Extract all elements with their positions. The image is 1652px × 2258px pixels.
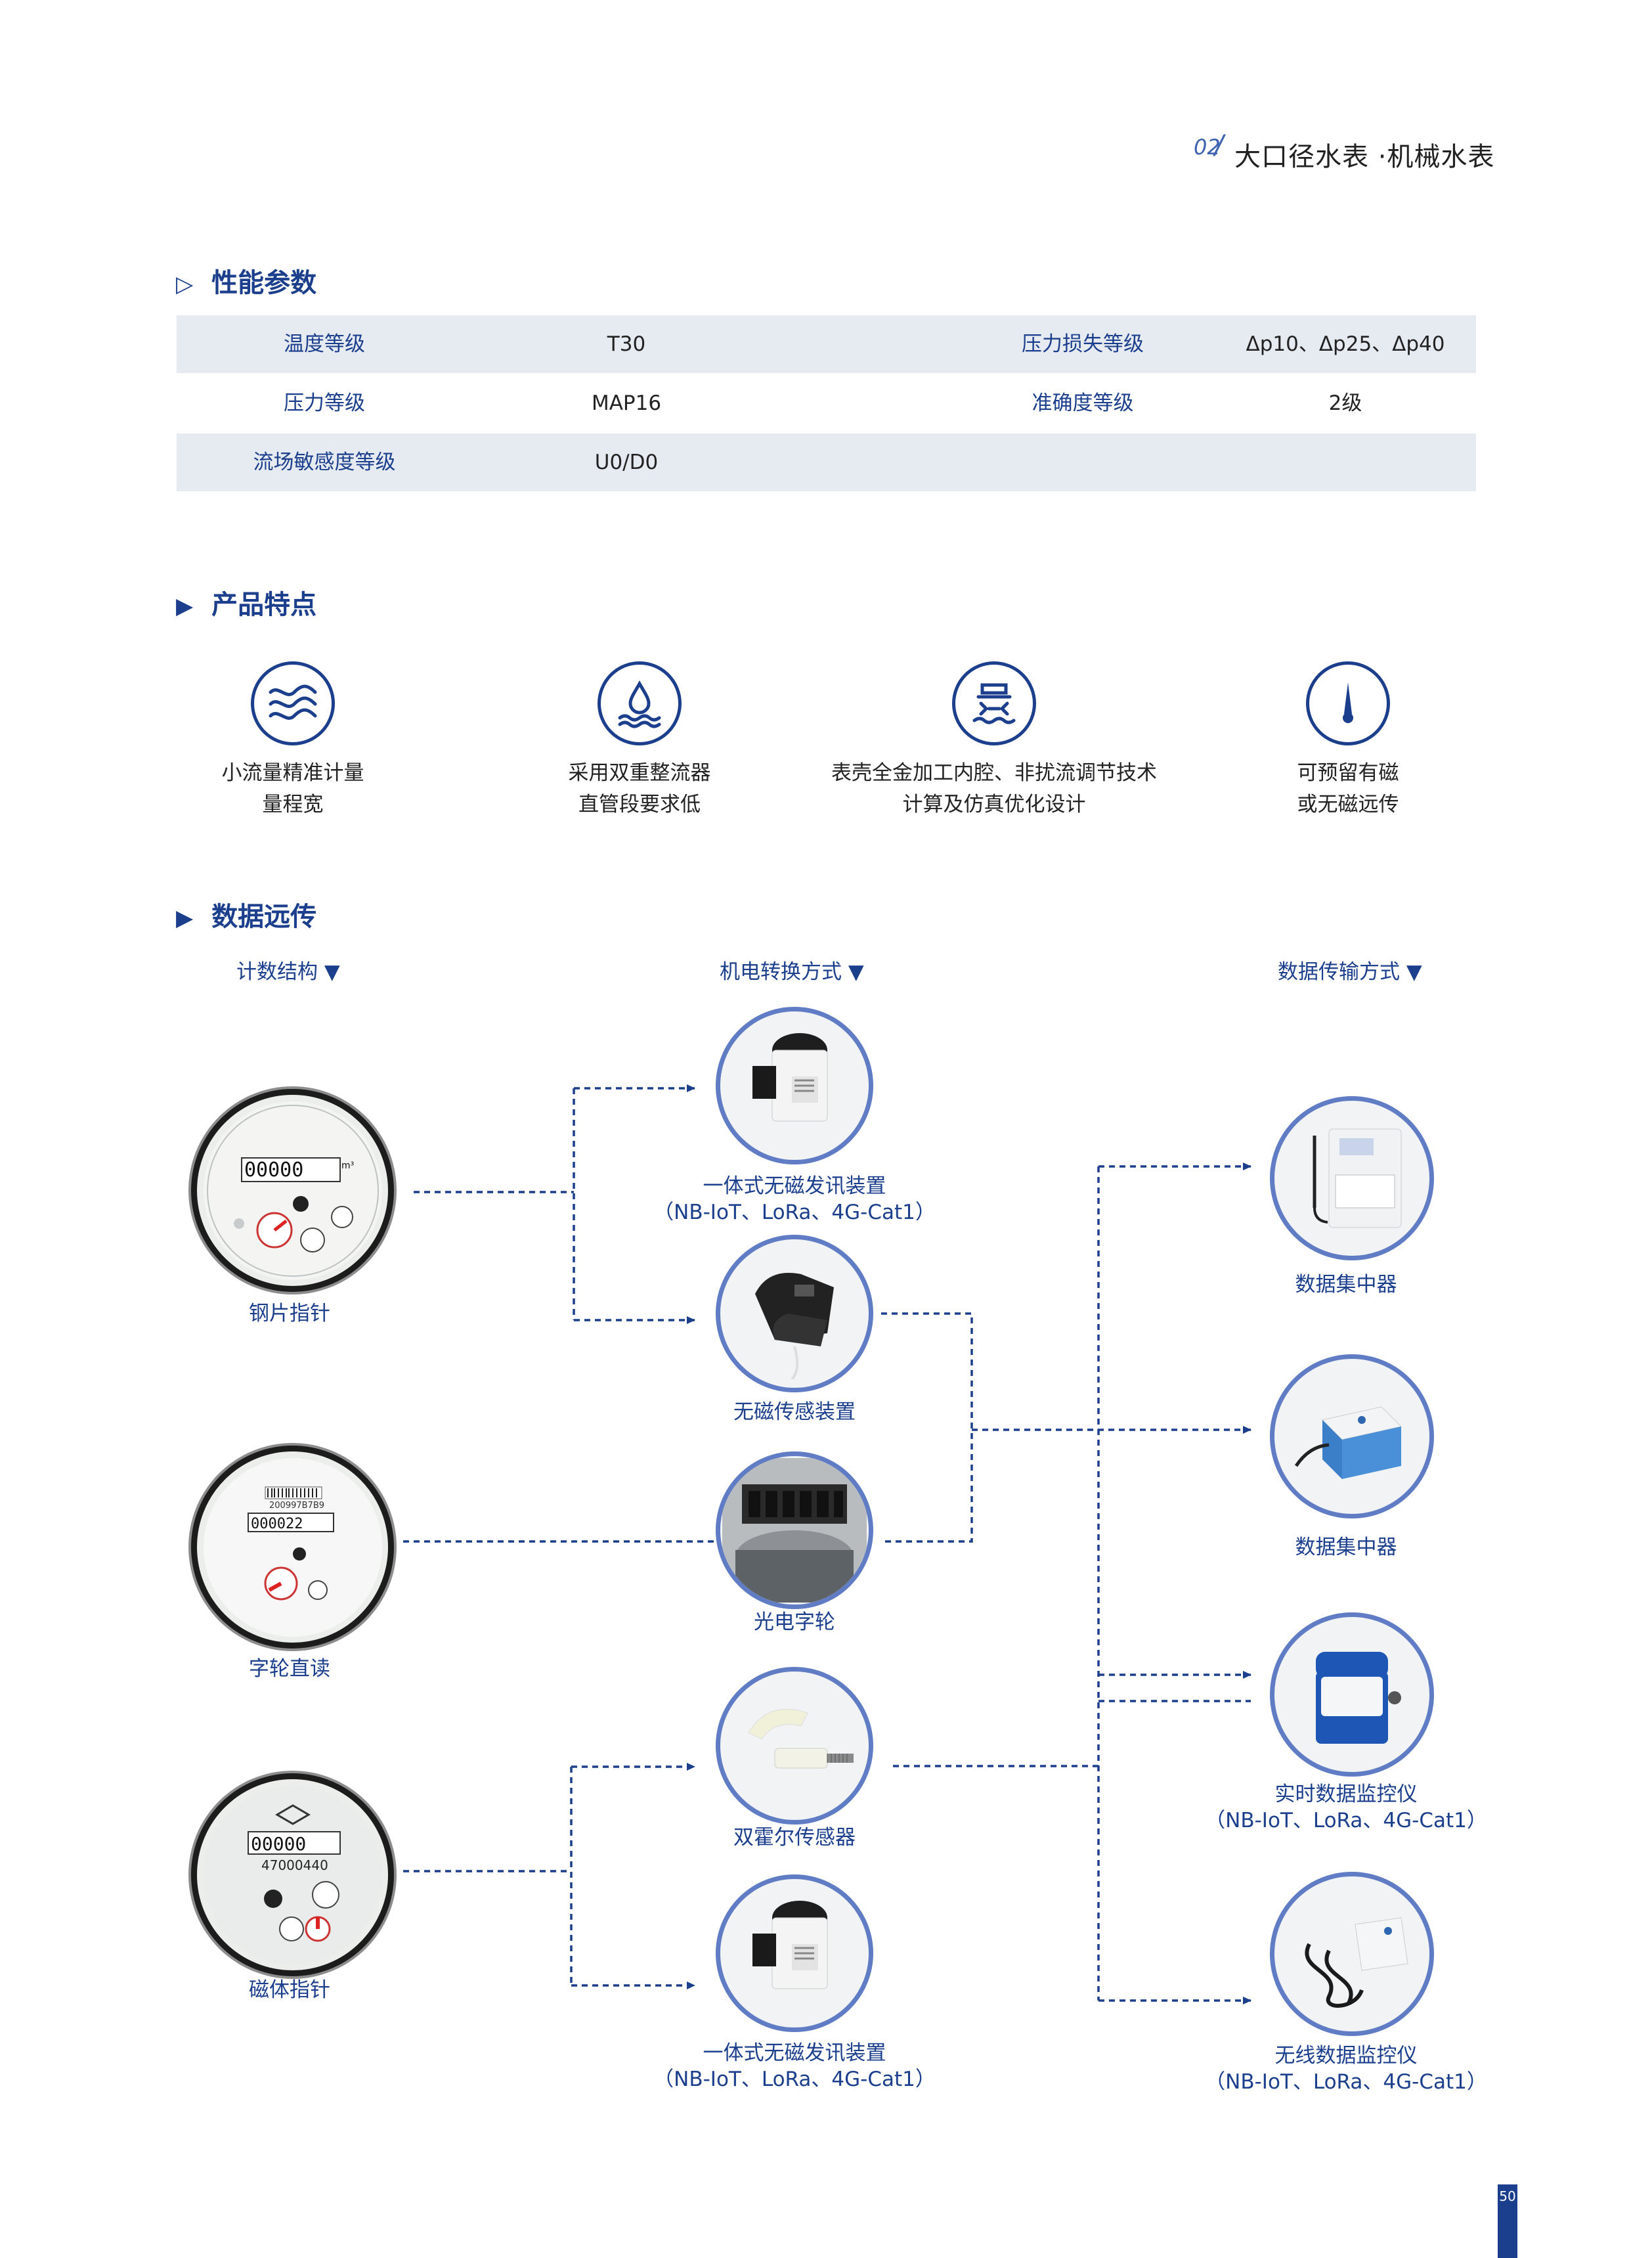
waves-icon xyxy=(251,661,335,745)
feature-line-2: 或无磁远传 xyxy=(1297,793,1399,816)
gauge-needle-icon xyxy=(1306,661,1390,745)
device-caption-line-2: （NB-IoT、LoRa、4G-Cat1） xyxy=(653,1201,936,1224)
param-value: MAP16 xyxy=(591,391,662,415)
water-drop-icon xyxy=(598,661,682,745)
param-value: U0/D0 xyxy=(594,451,659,474)
dual-hall-sensor-image xyxy=(716,1667,873,1825)
meter-caption: 磁体指针 xyxy=(249,1978,330,2002)
data-concentrator-image xyxy=(1270,1096,1434,1260)
param-label: 压力等级 xyxy=(284,391,365,415)
feature-line-1: 可预留有磁 xyxy=(1297,761,1399,785)
chapter-title: 大口径水表 ·机械水表 xyxy=(1234,142,1495,172)
non-magnetic-sensor-image xyxy=(716,1235,873,1392)
table-row: 流场敏感度等级 U0/D0 xyxy=(177,433,1476,491)
param-label: 压力损失等级 xyxy=(1022,332,1144,356)
device-caption-line-1: 一体式无磁发讯装置 xyxy=(703,1174,886,1198)
device-caption-line-1: 双霍尔传感器 xyxy=(733,1826,856,1849)
table-row: 压力等级 MAP16 准确度等级 2级 xyxy=(177,374,1476,432)
param-value: Δp10、Δp25、Δp40 xyxy=(1246,332,1445,356)
feature-line-2: 计算及仿真优化设计 xyxy=(902,793,1086,816)
performance-table: 温度等级 T30 压力损失等级 Δp10、Δp25、Δp40 压力等级 MAP1… xyxy=(177,315,1476,491)
transmit-caption-line-2: （NB-IoT、LoRa、4G-Cat1） xyxy=(1205,1809,1487,1832)
feature-line-2: 直管段要求低 xyxy=(578,793,701,816)
transmit-caption-line-1: 数据集中器 xyxy=(1295,1536,1397,1559)
magnet-pointer-meter-image: 00000 47000440 xyxy=(191,1773,394,1976)
param-label: 准确度等级 xyxy=(1032,391,1134,415)
feature-line-2: 量程宽 xyxy=(262,793,324,816)
param-value: 2级 xyxy=(1328,391,1362,415)
feature-item: 采用双重整流器 直管段要求低 xyxy=(456,661,823,820)
meter-dial-digits: 00000 xyxy=(251,1833,306,1855)
transmit-caption-line-1: 数据集中器 xyxy=(1295,1273,1397,1296)
realtime-monitor-image xyxy=(1270,1612,1434,1777)
feature-item: 表壳全金加工内腔、非扰流调节技术 计算及仿真优化设计 xyxy=(810,661,1178,820)
transmit-caption-line-1: 实时数据监控仪 xyxy=(1274,1782,1418,1806)
param-label: 流场敏感度等级 xyxy=(253,451,396,474)
meter-unit: m³ xyxy=(341,1161,354,1171)
feature-item: 小流量精准计量 量程宽 xyxy=(109,661,477,820)
chapter-slash: / xyxy=(1215,130,1224,160)
feature-line-1: 小流量精准计量 xyxy=(221,761,364,785)
meter-dial-digits: 000022 xyxy=(251,1516,303,1532)
feature-item: 可预留有磁 或无磁远传 xyxy=(1164,661,1532,820)
column-header-count-structure: 计数结构 ▼ xyxy=(236,960,340,984)
meter-dial-digits: 00000 xyxy=(244,1159,303,1182)
flow-regulator-icon xyxy=(952,661,1036,745)
wireless-monitor-image xyxy=(1270,1872,1434,2036)
meter-caption: 钢片指针 xyxy=(249,1302,330,1325)
table-row: 温度等级 T30 压力损失等级 Δp10、Δp25、Δp40 xyxy=(177,315,1476,373)
param-value: T30 xyxy=(607,332,646,356)
transmit-caption-line-2: （NB-IoT、LoRa、4G-Cat1） xyxy=(1205,2070,1487,2094)
section-title-performance: ▷性能参数 xyxy=(176,268,317,298)
integrated-transmitter-image xyxy=(716,1874,873,2032)
integrated-transmitter-image xyxy=(716,1007,873,1164)
steel-pointer-meter-image: 00000 m³ xyxy=(191,1089,394,1292)
chapter-number: 02 xyxy=(1194,135,1221,160)
column-header-transmission: 数据传输方式 ▼ xyxy=(1278,960,1422,984)
device-caption-line-1: 无磁传感装置 xyxy=(733,1400,856,1424)
section-title-data-remote: ▶数据远传 xyxy=(176,902,317,932)
section-title-features: ▶产品特点 xyxy=(176,590,317,620)
connector-line xyxy=(881,1312,973,1543)
meter-serial: 47000440 xyxy=(261,1857,328,1873)
digit-wheel-meter-image: 200997B7B9 000022 xyxy=(191,1446,394,1649)
page-number: 50 xyxy=(1499,2188,1516,2204)
transmit-caption-line-1: 无线数据监控仪 xyxy=(1274,2044,1418,2068)
meter-caption: 字轮直读 xyxy=(249,1657,330,1681)
feature-line-1: 表壳全金加工内腔、非扰流调节技术 xyxy=(831,761,1157,785)
data-concentrator-box-image xyxy=(1270,1354,1434,1518)
meter-serial: 200997B7B9 xyxy=(269,1501,324,1511)
triangle-icon: ▶ xyxy=(176,905,194,931)
device-caption-line-1: 一体式无磁发讯装置 xyxy=(703,2041,886,2065)
page-number-bar xyxy=(1498,2184,1517,2258)
feature-line-1: 采用双重整流器 xyxy=(568,761,711,785)
device-caption-line-2: （NB-IoT、LoRa、4G-Cat1） xyxy=(653,2068,936,2091)
optical-wheel-image xyxy=(716,1451,873,1609)
column-header-conversion: 机电转换方式 ▼ xyxy=(720,960,864,984)
param-label: 温度等级 xyxy=(284,332,365,356)
triangle-outline-icon: ▷ xyxy=(176,271,194,298)
triangle-icon: ▶ xyxy=(176,593,194,619)
device-caption-line-1: 光电字轮 xyxy=(754,1610,835,1634)
